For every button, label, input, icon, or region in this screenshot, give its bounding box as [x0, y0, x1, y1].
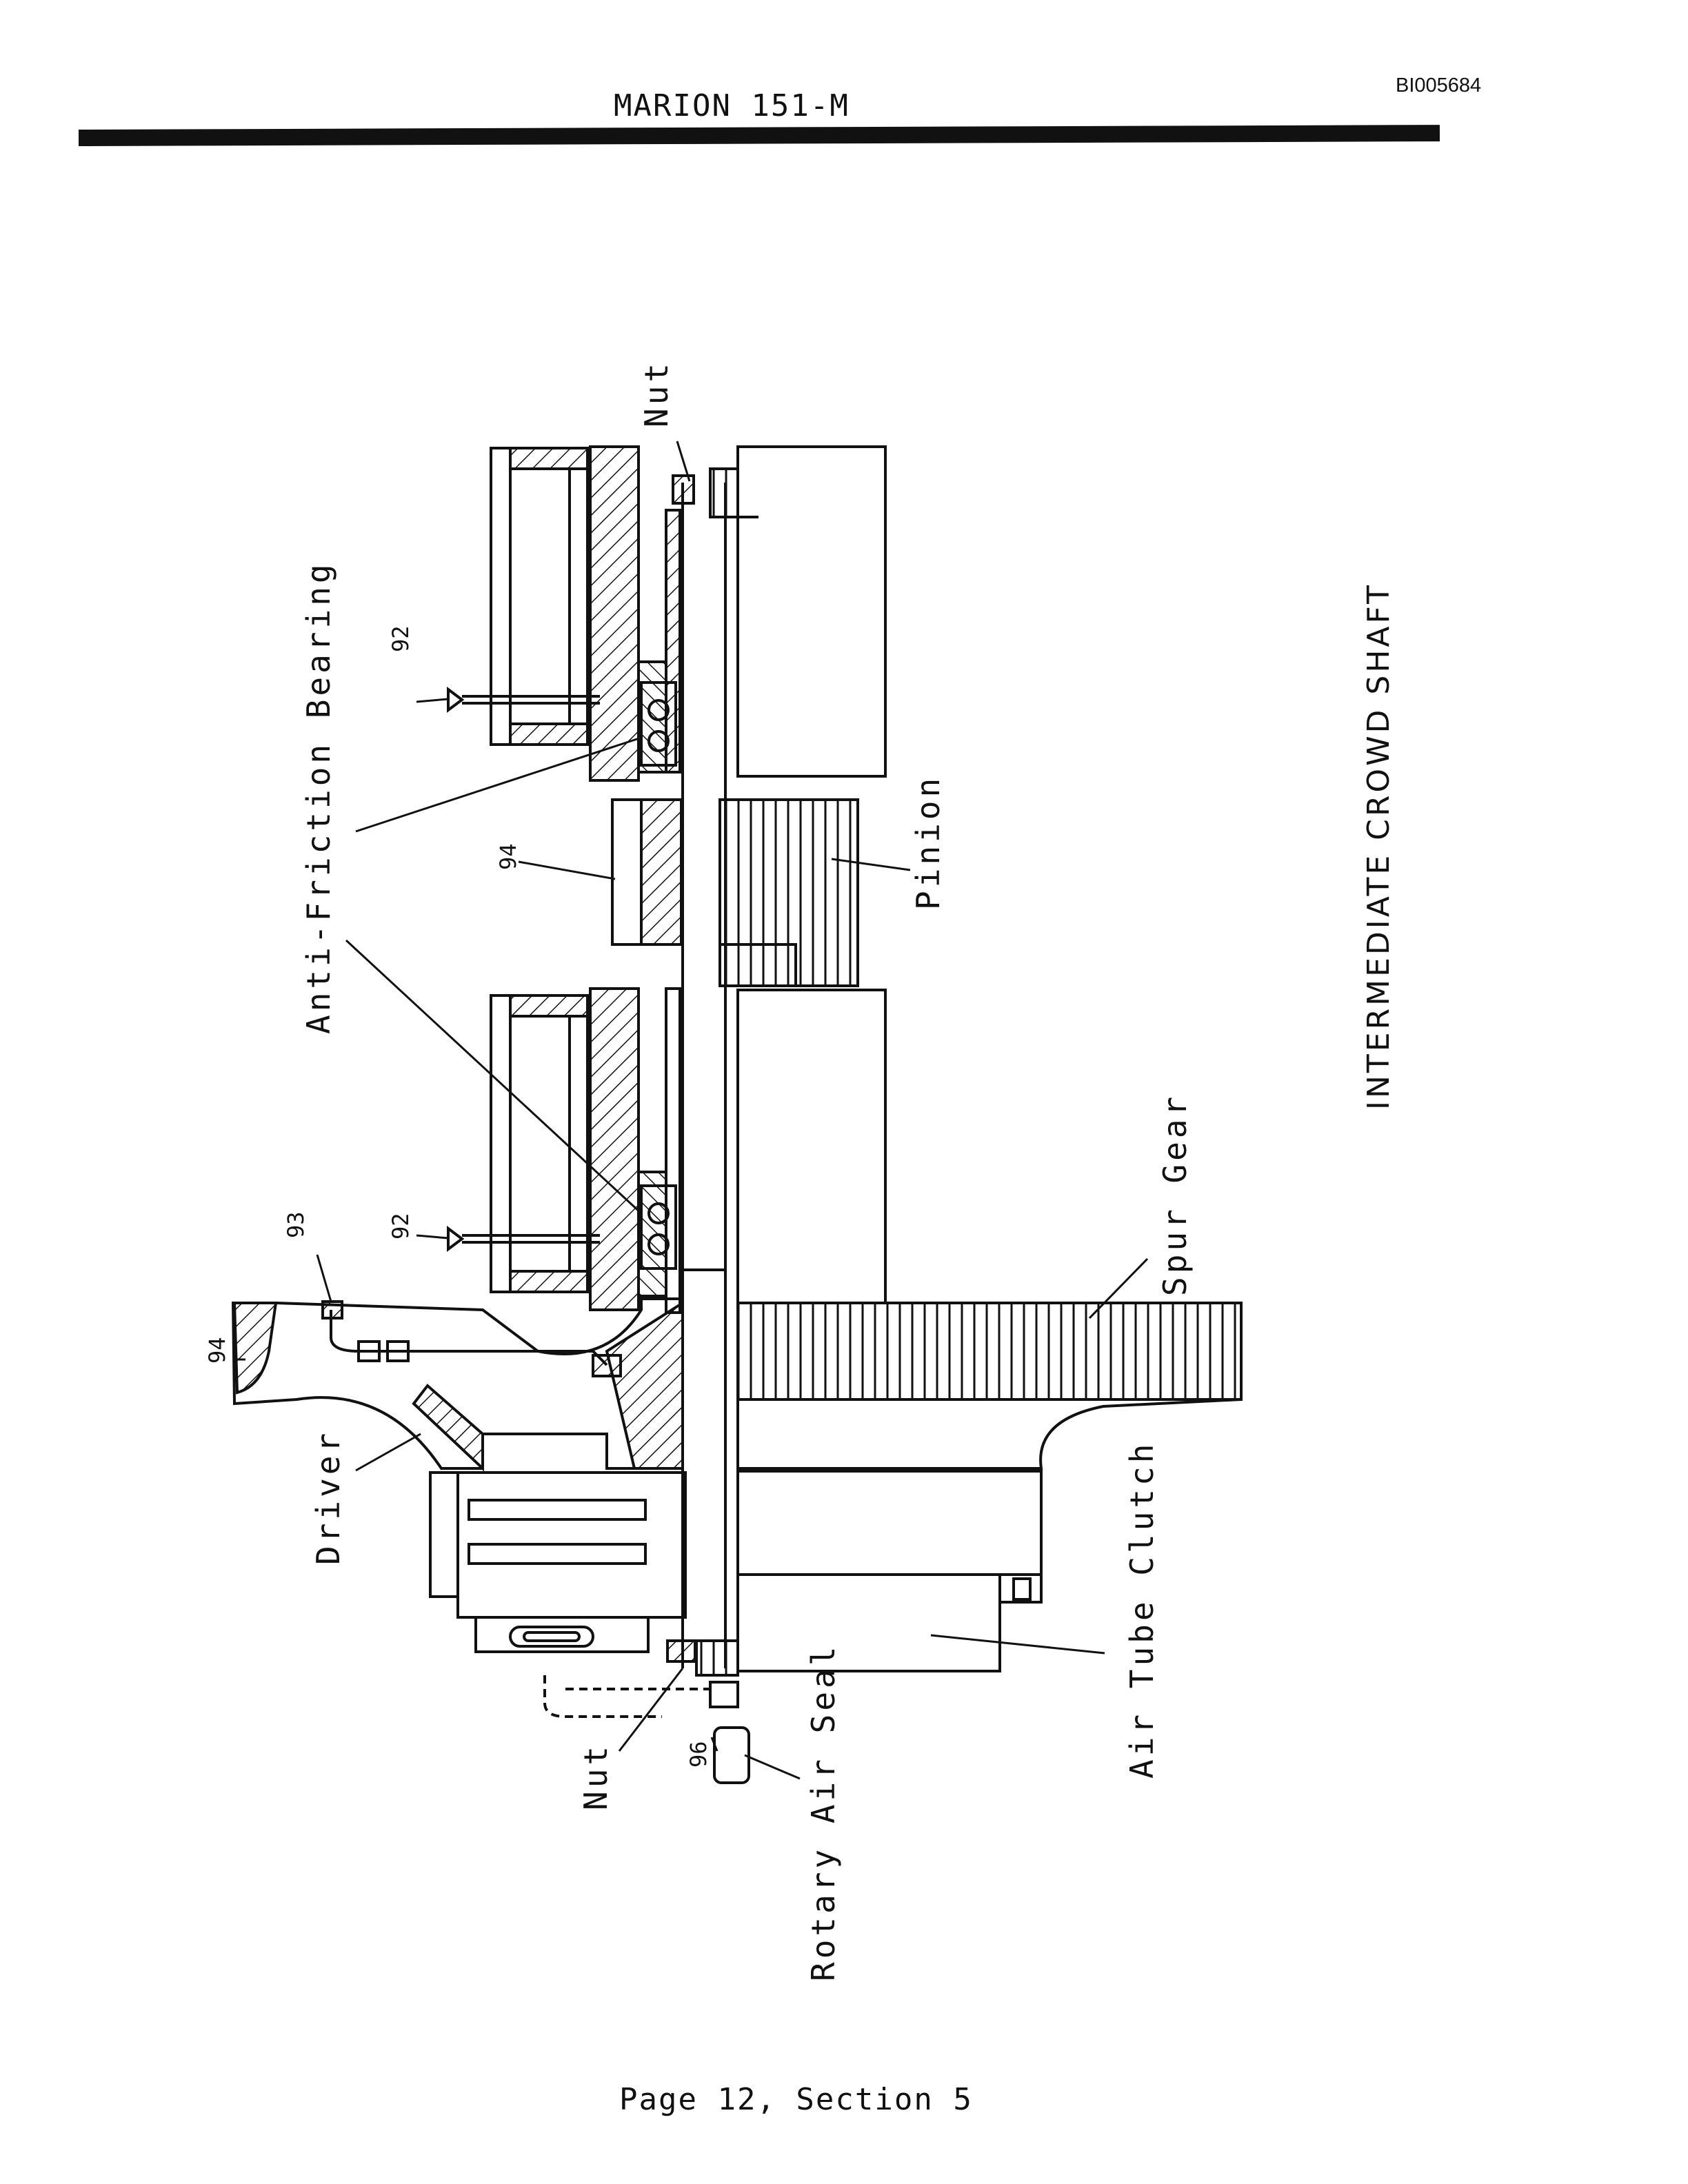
label-nut-top: Nut [638, 360, 675, 427]
upper-housing [490, 445, 681, 782]
top-nut [672, 474, 695, 505]
label-air-tube-clutch: Air Tube Clutch [1123, 1441, 1160, 1779]
callout-94-left: 94 [204, 1337, 230, 1364]
figure-title: INTERMEDIATE CROWD SHAFT [1361, 583, 1396, 1110]
spur-gear [736, 1302, 1243, 1470]
callout-92-top: 92 [388, 625, 414, 652]
lower-bearing [640, 1184, 677, 1270]
shaft [681, 483, 727, 1668]
pinion-body [719, 798, 859, 987]
label-driver: Driver [310, 1430, 347, 1565]
grease-fitting-lower [447, 1226, 600, 1252]
lower-hub-block [736, 989, 887, 1304]
page-header-title: MARION 151-M [614, 88, 850, 123]
air-tube-clutch-body [736, 1470, 1043, 1672]
callout-94-middle: 94 [495, 843, 521, 870]
label-rotary-air-seal: Rotary Air Seal [805, 1644, 842, 1981]
callout-93: 93 [283, 1211, 309, 1238]
driver-flange [429, 1471, 687, 1653]
callout-96: 96 [685, 1741, 712, 1768]
label-spur-gear: Spur Gear [1156, 1093, 1194, 1296]
middle-collar [611, 798, 683, 946]
upper-bearing [640, 681, 677, 767]
label-anti-friction-bearing: Anti-Friction Bearing [300, 560, 337, 1034]
bottom-nut-assembly [543, 1639, 750, 1784]
upper-hub-block [709, 445, 887, 778]
callout-92-lower: 92 [388, 1213, 414, 1240]
lower-housing [490, 987, 681, 1314]
label-pinion: Pinion [910, 775, 947, 910]
label-nut-bottom: Nut [577, 1743, 614, 1810]
lubrication-line [321, 1300, 622, 1377]
document-id: BI005684 [1396, 74, 1482, 97]
driver-housing [231, 1297, 684, 1472]
grease-fitting-upper [447, 687, 600, 713]
page-footer: Page 12, Section 5 [619, 2082, 973, 2117]
leader-lines [234, 441, 1149, 1780]
